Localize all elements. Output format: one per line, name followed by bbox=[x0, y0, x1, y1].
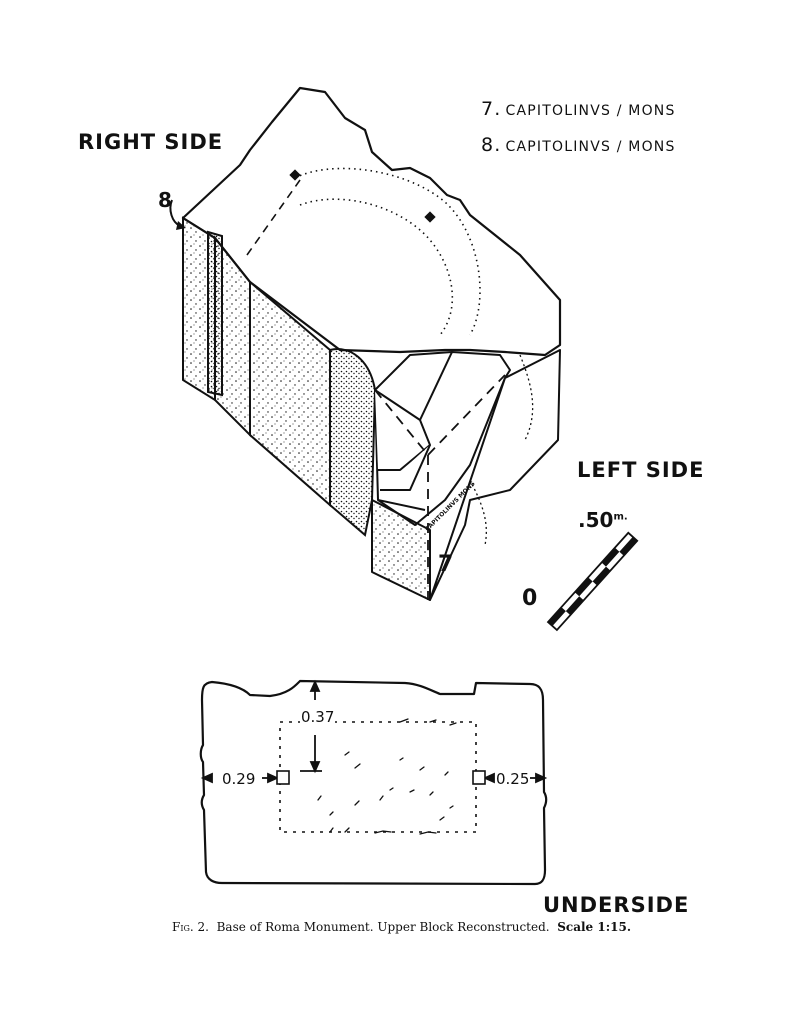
left-side-texture bbox=[469, 354, 534, 546]
legend-number: 7. bbox=[481, 98, 502, 120]
hidden-edges bbox=[374, 374, 506, 600]
block-top-face bbox=[181, 86, 562, 357]
dowel-hole-1 bbox=[289, 169, 301, 181]
caption-scale: Scale 1:15. bbox=[557, 920, 632, 934]
underside-dowel-right bbox=[472, 770, 486, 785]
legend-text: CAPITOLINVS / MONS bbox=[505, 139, 676, 155]
dimension-right: 0.25 bbox=[495, 770, 531, 788]
dowel-hole-2 bbox=[424, 211, 436, 223]
left-side-label: LEFT SIDE bbox=[577, 458, 705, 482]
figure-caption: Fig. 2. Base of Roma Monument. Upper Blo… bbox=[172, 920, 631, 934]
tool-marks bbox=[317, 718, 457, 835]
dimension-arrows bbox=[200, 679, 548, 784]
dimension-top: 0.37 bbox=[300, 708, 336, 726]
caption-fig-label: Fig. 2. bbox=[172, 920, 209, 934]
scale-unit: m. bbox=[613, 511, 628, 523]
legend-item-8: 8.CAPITOLINVS / MONS bbox=[481, 134, 676, 156]
underside-label: UNDERSIDE bbox=[543, 893, 690, 917]
underside-dowel-left bbox=[276, 770, 290, 785]
marker-8: 8 bbox=[158, 188, 172, 212]
scale-bar bbox=[546, 531, 639, 632]
legend-text: CAPITOLINVS / MONS bbox=[505, 103, 676, 119]
legend-number: 8. bbox=[481, 134, 502, 156]
scale-end-value: .50 bbox=[578, 508, 614, 532]
underside-outline bbox=[199, 679, 548, 886]
caption-text: Base of Roma Monument. Upper Block Recon… bbox=[216, 920, 550, 934]
right-side-label: RIGHT SIDE bbox=[78, 130, 224, 154]
left-side-face bbox=[371, 349, 561, 601]
right-side-face bbox=[182, 216, 377, 537]
legend-item-7: 7.CAPITOLINVS / MONS bbox=[481, 98, 676, 120]
scale-end-label: .50m. bbox=[578, 508, 628, 532]
scale-start-label: 0 bbox=[522, 586, 538, 611]
dimension-left: 0.29 bbox=[221, 770, 257, 788]
marker-7: 7 bbox=[438, 552, 454, 577]
top-guide-line bbox=[246, 179, 301, 256]
marker-8-arrowhead bbox=[176, 221, 186, 230]
